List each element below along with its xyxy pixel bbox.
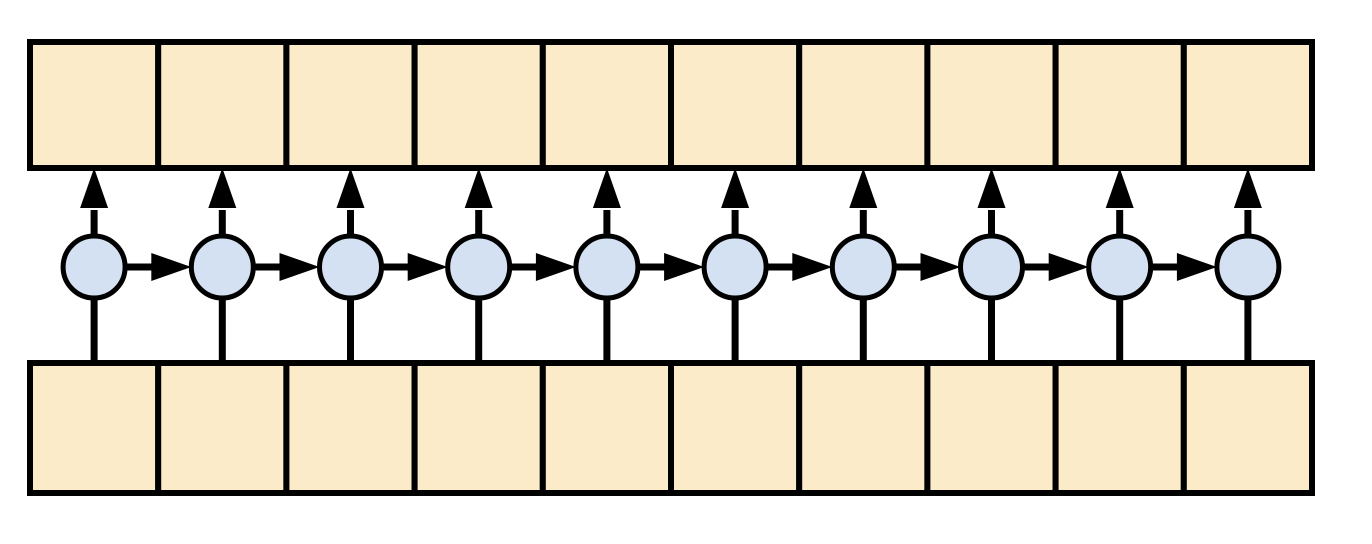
recurrent-arrowhead	[535, 253, 576, 281]
hidden-state-node[interactable]	[445, 233, 513, 301]
hidden-to-output-arrowhead	[80, 168, 109, 208]
input-cell-rect[interactable]	[668, 360, 803, 496]
hidden-state-circle[interactable]	[701, 233, 769, 301]
input-cell[interactable]	[411, 360, 546, 496]
input-cell-rect[interactable]	[27, 360, 162, 496]
output-cell[interactable]	[27, 39, 162, 171]
hidden-state-circle[interactable]	[60, 233, 128, 301]
recurrent-arrowhead	[407, 253, 448, 281]
hidden-state-node[interactable]	[60, 233, 128, 301]
hidden-state-node[interactable]	[1214, 233, 1282, 301]
recurrent-arrowhead	[1048, 253, 1089, 281]
output-cell[interactable]	[1052, 39, 1187, 171]
input-cell[interactable]	[155, 360, 290, 496]
input-cell-rect[interactable]	[1180, 360, 1316, 496]
hidden-to-output-arrowhead	[721, 168, 750, 208]
output-cell-rect[interactable]	[283, 39, 418, 171]
hidden-state-circle[interactable]	[1086, 233, 1154, 301]
hidden-to-output-arrowhead	[849, 168, 878, 208]
hidden-to-output-edges-group	[80, 168, 1262, 267]
input-cell[interactable]	[1180, 360, 1316, 496]
output-cell-rect[interactable]	[1180, 39, 1316, 171]
input-cell[interactable]	[668, 360, 803, 496]
input-cell-rect[interactable]	[924, 360, 1059, 496]
hidden-state-circle[interactable]	[445, 233, 513, 301]
input-cell[interactable]	[283, 360, 418, 496]
output-cell-rect[interactable]	[668, 39, 803, 171]
input-cell-rect[interactable]	[155, 360, 290, 496]
output-cell[interactable]	[796, 39, 931, 171]
input-cell[interactable]	[539, 360, 674, 496]
hidden-to-output-arrowhead	[1233, 168, 1262, 208]
hidden-to-output-arrowhead	[1105, 168, 1134, 208]
hidden-state-circle[interactable]	[573, 233, 641, 301]
output-cell-rect[interactable]	[27, 39, 162, 171]
hidden-state-node[interactable]	[573, 233, 641, 301]
input-cell[interactable]	[27, 360, 162, 496]
output-sequence-row	[27, 39, 1316, 171]
input-cell-rect[interactable]	[283, 360, 418, 496]
input-sequence-row	[27, 360, 1316, 496]
recurrent-arrowhead	[664, 253, 705, 281]
hidden-to-output-arrowhead	[336, 168, 365, 208]
hidden-state-node[interactable]	[701, 233, 769, 301]
input-cell-rect[interactable]	[796, 360, 931, 496]
hidden-to-output-arrowhead	[592, 168, 621, 208]
input-cell-rect[interactable]	[1052, 360, 1187, 496]
output-cell[interactable]	[924, 39, 1059, 171]
hidden-state-node[interactable]	[958, 233, 1025, 301]
hidden-state-node[interactable]	[829, 233, 897, 301]
recurrent-edges-group	[125, 253, 1217, 281]
hidden-state-circle[interactable]	[958, 233, 1025, 301]
output-cell[interactable]	[668, 39, 803, 171]
hidden-state-node[interactable]	[317, 233, 384, 301]
output-cell-rect[interactable]	[924, 39, 1059, 171]
recurrent-arrowhead	[1176, 253, 1217, 281]
hidden-state-circle[interactable]	[829, 233, 897, 301]
recurrent-arrowhead	[151, 253, 192, 281]
output-cell-rect[interactable]	[155, 39, 290, 171]
input-cell[interactable]	[1052, 360, 1187, 496]
recurrent-arrowhead	[279, 253, 320, 281]
output-cell[interactable]	[283, 39, 418, 171]
hidden-state-node[interactable]	[1086, 233, 1154, 301]
output-cell[interactable]	[539, 39, 674, 171]
hidden-state-circle[interactable]	[1214, 233, 1282, 301]
recurrent-arrowhead	[920, 253, 961, 281]
input-cell[interactable]	[796, 360, 931, 496]
output-cell-rect[interactable]	[539, 39, 674, 171]
input-cell[interactable]	[924, 360, 1059, 496]
output-cell-rect[interactable]	[1052, 39, 1187, 171]
output-cell[interactable]	[155, 39, 290, 171]
input-cell-rect[interactable]	[539, 360, 674, 496]
hidden-state-node[interactable]	[188, 233, 256, 301]
input-cell-rect[interactable]	[411, 360, 546, 496]
hidden-to-output-arrowhead	[208, 168, 237, 208]
hidden-state-circle[interactable]	[317, 233, 384, 301]
input-to-hidden-edges-group	[90, 267, 1252, 363]
output-cell-rect[interactable]	[796, 39, 931, 171]
hidden-state-nodes-group	[60, 233, 1282, 301]
output-cell[interactable]	[1180, 39, 1316, 171]
hidden-to-output-arrowhead	[977, 168, 1006, 208]
output-cell-rect[interactable]	[411, 39, 546, 171]
hidden-to-output-arrowhead	[464, 168, 493, 208]
recurrent-arrowhead	[792, 253, 833, 281]
hidden-state-circle[interactable]	[188, 233, 256, 301]
output-cell[interactable]	[411, 39, 546, 171]
